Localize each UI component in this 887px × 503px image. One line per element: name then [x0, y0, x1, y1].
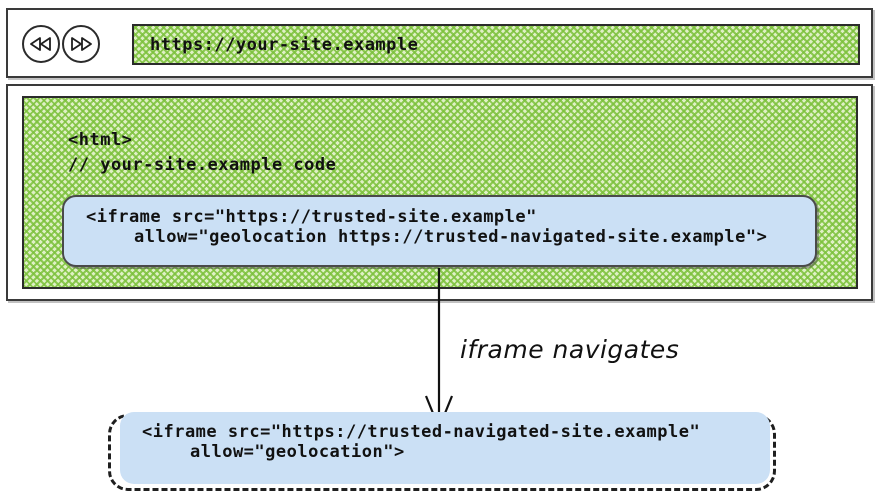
- code-site-comment: // your-site.example code: [68, 155, 337, 175]
- fast-forward-double-right-icon: [70, 37, 92, 51]
- iframe-snippet-result: <iframe src="https://trusted-navigated-s…: [120, 412, 770, 484]
- iframe-snippet-original: <iframe src="https://trusted-site.exampl…: [62, 195, 817, 267]
- address-bar[interactable]: https://your-site.example: [132, 24, 860, 65]
- back-button[interactable]: [22, 25, 60, 63]
- iframe-snippet-result-line1: <iframe src="https://trusted-navigated-s…: [142, 422, 701, 442]
- browser-nav-buttons: [22, 25, 100, 63]
- annotation-iframe-navigates: iframe navigates: [460, 335, 680, 364]
- address-bar-value: https://your-site.example: [150, 34, 419, 55]
- iframe-snippet-result-line2: allow="geolocation">: [190, 442, 405, 462]
- rewind-double-left-icon: [30, 37, 52, 51]
- iframe-snippet-original-line1: <iframe src="https://trusted-site.exampl…: [86, 207, 537, 227]
- code-html-tag: <html>: [68, 130, 133, 150]
- page-content-area: <html> // your-site.example code <iframe…: [22, 96, 858, 289]
- browser-window: https://your-site.example: [6, 8, 873, 78]
- forward-button[interactable]: [62, 25, 100, 63]
- iframe-result-dashed-outline: <iframe src="https://trusted-navigated-s…: [108, 412, 776, 491]
- iframe-snippet-original-line2: allow="geolocation https://trusted-navig…: [134, 227, 768, 247]
